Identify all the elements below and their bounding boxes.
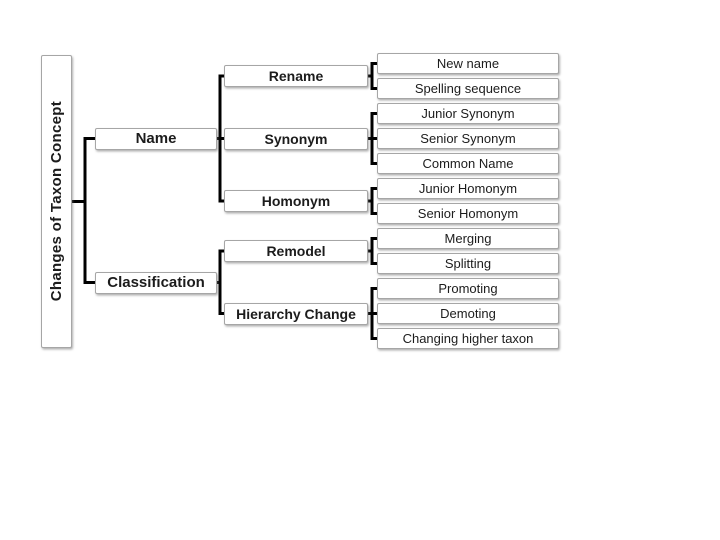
node-synonym: Synonym — [224, 127, 368, 150]
leaf-junior-homonym: Junior Homonym — [377, 178, 559, 199]
leaf-demoting: Demoting — [377, 303, 559, 324]
leaf-merging-label: Merging — [444, 231, 492, 246]
connector-hierarchy-to-leaves — [366, 287, 379, 340]
node-remodel: Remodel — [224, 240, 368, 262]
leaf-merging: Merging — [377, 228, 559, 249]
node-remodel-label: Remodel — [266, 243, 326, 259]
leaf-spelling-sequence: Spelling sequence — [377, 78, 559, 99]
connector-name-to-children — [215, 74, 226, 203]
connector-classification-to-children — [215, 249, 226, 315]
node-rename-label: Rename — [268, 68, 324, 84]
leaf-promoting-label: Promoting — [438, 281, 498, 296]
leaf-demoting-label: Demoting — [440, 306, 496, 321]
connector-synonym-to-leaves — [366, 112, 379, 165]
leaf-splitting: Splitting — [377, 253, 559, 274]
leaf-junior-synonym: Junior Synonym — [377, 103, 559, 124]
connector-remodel-to-leaves — [366, 237, 379, 265]
leaf-junior-homonym-label: Junior Homonym — [418, 181, 518, 196]
connector-root-to-level1 — [70, 137, 97, 284]
leaf-common-name-label: Common Name — [422, 156, 514, 171]
connector-homonym-to-leaves — [366, 187, 379, 215]
leaf-senior-synonym: Senior Synonym — [377, 128, 559, 149]
leaf-promoting: Promoting — [377, 278, 559, 299]
root-node-label: Changes of Taxon Concept — [48, 101, 65, 302]
leaf-junior-synonym-label: Junior Synonym — [421, 106, 515, 121]
node-classification-label: Classification — [107, 274, 205, 291]
leaf-splitting-label: Splitting — [444, 256, 492, 271]
node-synonym-label: Synonym — [264, 130, 328, 147]
leaf-senior-synonym-label: Senior Synonym — [420, 131, 516, 146]
node-hierarchy-change-label: Hierarchy Change — [236, 305, 356, 322]
root-node: Changes of Taxon Concept — [41, 55, 72, 348]
leaf-senior-homonym-label: Senior Homonym — [417, 206, 519, 221]
leaf-changing-higher-taxon: Changing higher taxon — [377, 328, 559, 349]
node-homonym-label: Homonym — [261, 193, 331, 209]
leaf-senior-homonym: Senior Homonym — [377, 203, 559, 224]
leaf-changing-higher-taxon-label: Changing higher taxon — [402, 331, 534, 346]
leaf-spelling-sequence-label: Spelling sequence — [414, 81, 522, 96]
node-classification: Classification — [95, 271, 217, 294]
leaf-new-name: New name — [377, 53, 559, 74]
leaf-common-name: Common Name — [377, 153, 559, 174]
node-homonym: Homonym — [224, 190, 368, 212]
node-hierarchy-change: Hierarchy Change — [224, 302, 368, 325]
connector-rename-to-leaves — [366, 62, 379, 90]
node-rename: Rename — [224, 65, 368, 87]
leaf-new-name-label: New name — [436, 56, 500, 71]
node-name-label: Name — [135, 130, 177, 147]
node-name: Name — [95, 127, 217, 150]
